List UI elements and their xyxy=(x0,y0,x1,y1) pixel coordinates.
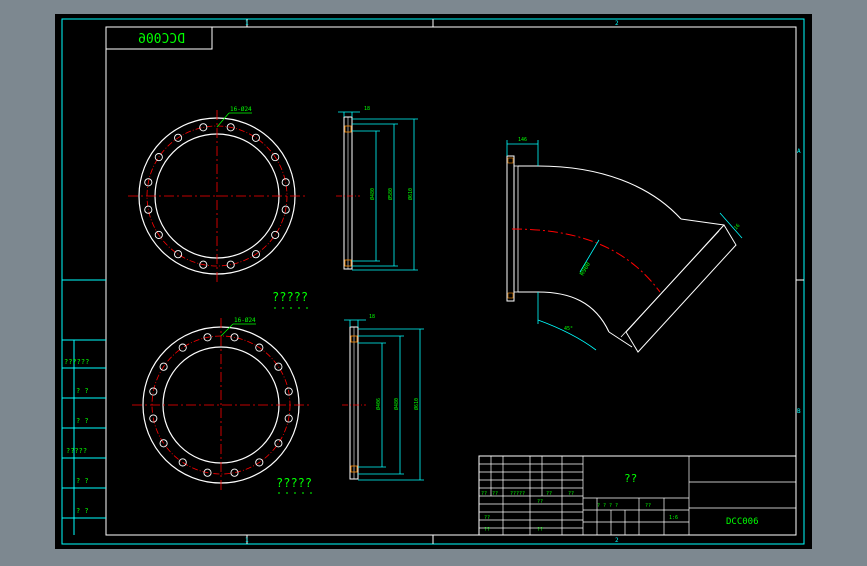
bolt-hole xyxy=(230,468,239,477)
top-hole-leader xyxy=(216,112,230,128)
side-label-1: ?????? xyxy=(64,358,89,366)
bolt-hole xyxy=(149,387,158,396)
elbow-view: 146 16 R900 45° xyxy=(506,137,743,353)
code-box xyxy=(105,26,213,50)
svg-text:?????: ????? xyxy=(510,491,525,497)
svg-text:??: ?? xyxy=(546,491,552,497)
elbow-right-flange-dim: 16 xyxy=(733,223,741,231)
bolt-hole xyxy=(226,260,235,269)
bolt-hole xyxy=(251,133,260,142)
bottom-hole-leader xyxy=(220,323,234,337)
inner-frame xyxy=(105,26,797,536)
zone-letter-right-a: A xyxy=(797,148,801,155)
bottom-side-d2: Ø480 xyxy=(393,398,400,410)
zone-letter-right-b: B xyxy=(797,408,801,415)
bolt-hole xyxy=(251,250,260,259)
side-label-2: ? ? xyxy=(76,387,89,395)
top-side-d2: Ø580 xyxy=(387,188,394,200)
bolt-hole xyxy=(144,205,153,214)
bolt-hole xyxy=(154,230,163,239)
bolt-hole xyxy=(203,333,212,342)
svg-text:??: ?? xyxy=(484,527,490,533)
side-label-4: ????? xyxy=(66,447,87,455)
zone-number-top-2: 2 xyxy=(615,20,619,27)
bolt-hole xyxy=(284,387,293,396)
bolt-hole xyxy=(203,468,212,477)
top-flange-front-view: 16-Ø24 xyxy=(128,106,306,282)
top-flange-side-view: 18 Ø480 Ø580 Ø610 xyxy=(336,106,418,271)
bolt-hole xyxy=(174,133,183,142)
svg-text:??: ?? xyxy=(484,515,490,521)
zone-number-bottom-1: 1 xyxy=(245,537,249,544)
top-side-thickness: 18 xyxy=(364,106,370,112)
top-hole-note: 16-Ø24 xyxy=(230,106,252,113)
title-block: ?? DCC006 ?? ?? ????? ?? ?? ?? ?? ?? ? ?… xyxy=(478,455,797,536)
top-side-d3: Ø610 xyxy=(407,188,414,200)
zone-number-top-1: 1 xyxy=(245,20,249,27)
bolt-hole xyxy=(159,362,168,371)
bolt-hole xyxy=(226,123,235,132)
bolt-hole xyxy=(255,458,264,467)
bottom-side-d1: Ø406 xyxy=(375,398,382,410)
bolt-hole xyxy=(178,458,187,467)
bolt-hole xyxy=(178,343,187,352)
title-block-code: DCC006 xyxy=(726,517,759,527)
svg-text:??: ?? xyxy=(645,503,651,509)
bolt-hole xyxy=(199,123,208,132)
bottom-flange-side-view: 18 Ø406 Ø480 Ø610 xyxy=(342,314,424,481)
top-side-d1: Ø480 xyxy=(369,188,376,200)
bolt-hole xyxy=(274,439,283,448)
view-label-top: ????? xyxy=(272,290,308,304)
svg-text:??: ?? xyxy=(537,527,543,533)
svg-text:??: ?? xyxy=(537,499,543,505)
bolt-hole xyxy=(255,343,264,352)
bolt-hole xyxy=(230,333,239,342)
bolt-hole xyxy=(174,250,183,259)
bolt-hole xyxy=(144,178,153,187)
side-label-5: ? ? xyxy=(76,477,89,485)
part-title: ?? xyxy=(624,472,637,485)
bolt-hole xyxy=(284,414,293,423)
mirrored-drawing-code: DCC006 xyxy=(138,32,185,47)
bottom-flange-front-view: 16-Ø24 xyxy=(132,317,310,490)
elbow-outer-arc xyxy=(537,165,682,220)
bottom-side-thickness: 18 xyxy=(369,314,375,320)
bolt-hole xyxy=(159,439,168,448)
bolt-hole xyxy=(271,153,280,162)
elbow-angle-dim: 45° xyxy=(564,326,573,332)
side-label-3: ? ? xyxy=(76,417,89,425)
top-flange-bolt-holes xyxy=(144,123,290,269)
side-block xyxy=(62,279,106,535)
bolt-hole xyxy=(271,230,280,239)
elbow-centerline xyxy=(511,228,661,293)
zone-ticks xyxy=(246,19,804,544)
svg-text:? ? ? ?: ? ? ? ? xyxy=(597,503,618,509)
svg-text:1:6: 1:6 xyxy=(669,515,678,521)
bolt-hole xyxy=(274,362,283,371)
bolt-hole xyxy=(199,260,208,269)
bolt-hole xyxy=(154,153,163,162)
side-label-6: ? ? xyxy=(76,507,89,515)
svg-text:??: ?? xyxy=(481,491,487,497)
elbow-left-flange-dim: 146 xyxy=(518,137,527,143)
bottom-flange-bolt-holes xyxy=(149,333,293,477)
zone-number-bottom-2: 2 xyxy=(615,537,619,544)
bottom-hole-note: 16-Ø24 xyxy=(234,317,256,324)
bolt-hole xyxy=(281,205,290,214)
bolt-hole xyxy=(149,414,158,423)
elbow-inner-arc xyxy=(537,291,610,333)
view-label-bottom: ????? xyxy=(276,476,312,490)
svg-text:??: ?? xyxy=(492,491,498,497)
bottom-side-d3: Ø610 xyxy=(413,398,420,410)
sheet-background xyxy=(55,14,812,549)
bolt-hole xyxy=(281,178,290,187)
svg-text:??: ?? xyxy=(568,491,574,497)
